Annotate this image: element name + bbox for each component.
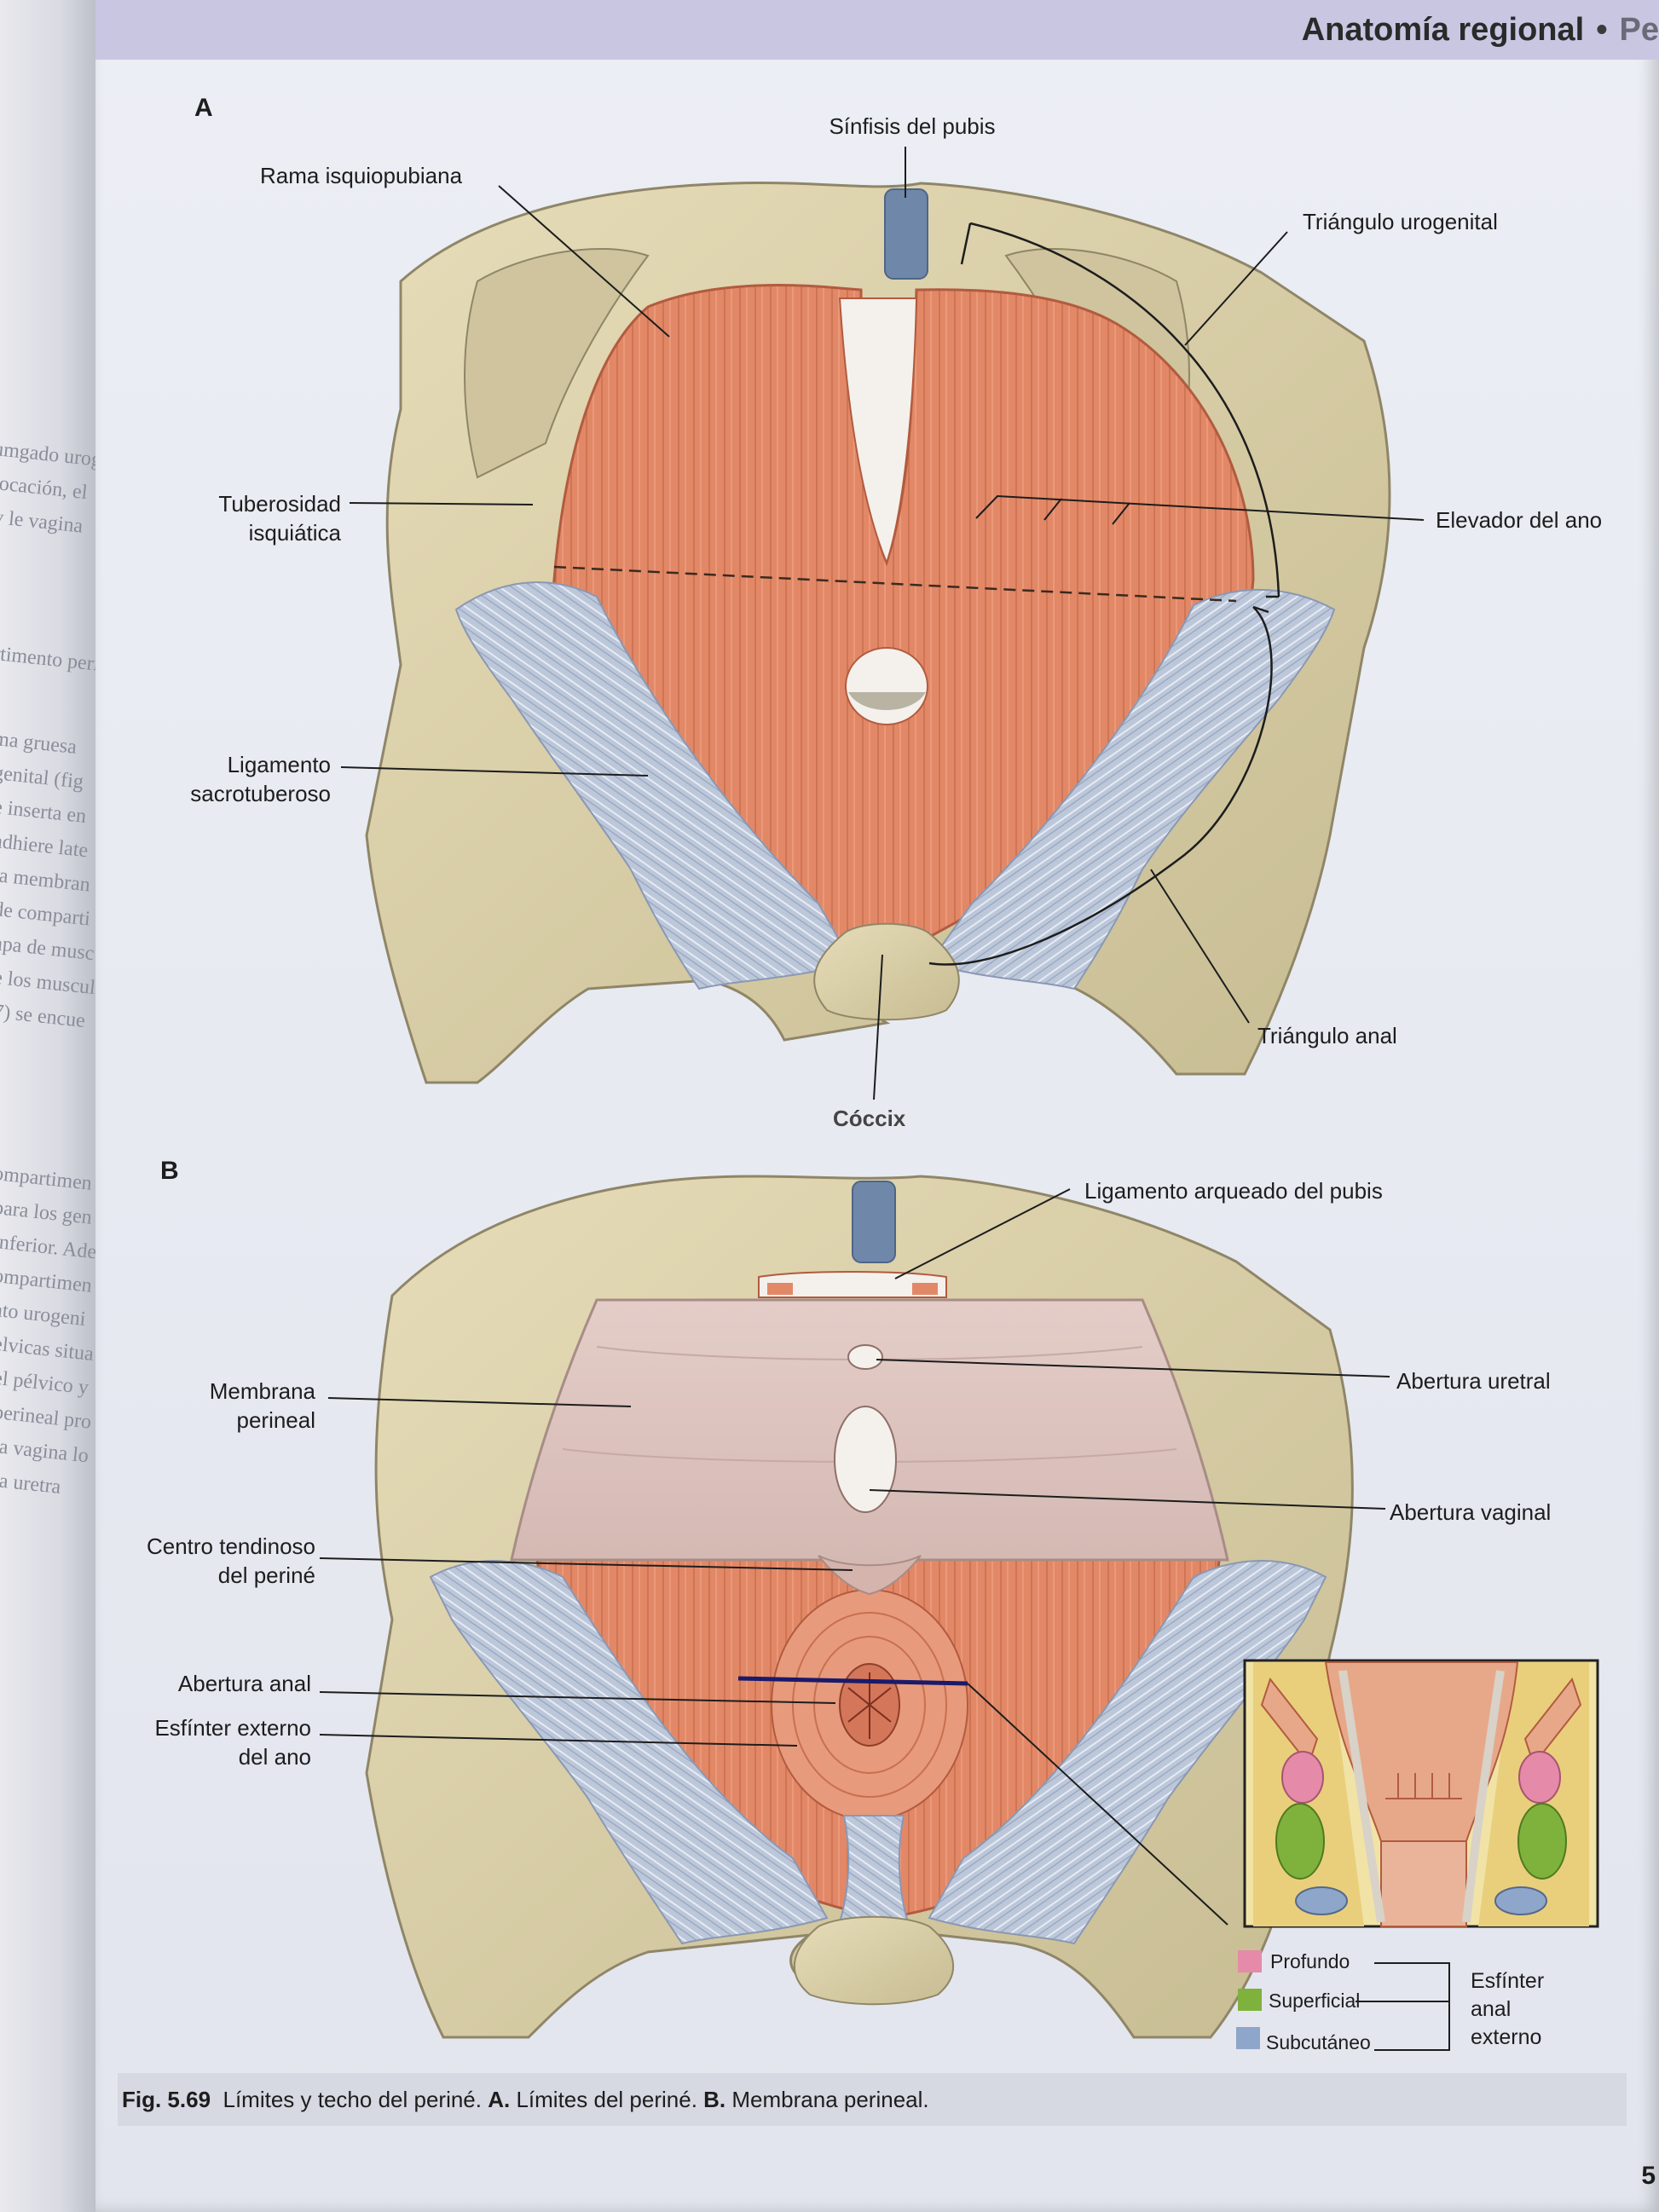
pubic-symphysis-b (852, 1181, 896, 1263)
legend-label-superficial: Superficial (1269, 1990, 1361, 2012)
sacrotuberous-ligament-left-b (429, 1560, 829, 1945)
legend-swatch-superficial (1238, 1989, 1262, 2011)
label-anal-triangle: Triángulo anal (1257, 1023, 1397, 1048)
label-urogenital-triangle: Triángulo urogenital (1303, 209, 1498, 234)
header-band (95, 0, 1659, 60)
label-ischial-tuberosity: Tuberosidad isquiática (218, 491, 341, 546)
figure-b (319, 1175, 1599, 2051)
legend-group-label: Esfínter anal externo (1471, 1969, 1545, 2049)
label-perineal-body: Centro tendinoso del periné (146, 1533, 315, 1588)
caption-band (118, 2073, 1627, 2126)
legend-swatch-deep (1238, 1950, 1262, 1972)
label-pubic-symphysis: Sínfisis del pubis (829, 113, 996, 139)
label-arcuate-pubic-ligament: Ligamento arqueado del pubis (1084, 1178, 1383, 1204)
page-number: 5 (1641, 2162, 1656, 2190)
figure-caption: Fig. 5.69 Límites y techo del periné. A.… (122, 2087, 929, 2112)
label-perineal-membrane: Membrana perineal (209, 1378, 315, 1433)
label-ischiopubic-ramus: Rama isquiopubiana (260, 163, 463, 188)
label-sacrotuberous-ligament: Ligamento sacrotuberoso (190, 752, 331, 806)
label-urethral-opening: Abertura uretral (1396, 1368, 1551, 1394)
panel-letter-b: B (160, 1157, 179, 1185)
anal-canal-inset (1243, 1659, 1599, 1928)
sacrotuberous-ligament-right-b (928, 1560, 1327, 1945)
coccyx-a (813, 922, 960, 1021)
figure-a (340, 147, 1425, 1100)
legend-label-subcutaneous: Subcutáneo (1266, 2031, 1371, 2053)
panel-letter-a: A (194, 94, 213, 122)
legend-label-deep: Profundo (1270, 1950, 1350, 1972)
pubic-symphysis (884, 188, 928, 280)
label-coccyx: Cóccix (833, 1106, 906, 1131)
label-external-anal-sphincter: Esfínter externo del ano (154, 1715, 311, 1770)
vaginal-opening (834, 1406, 897, 1513)
urethral-opening (847, 1344, 883, 1370)
sacrotuberous-ligament-left (454, 581, 854, 990)
label-vaginal-opening: Abertura vaginal (1390, 1499, 1552, 1525)
running-head: Anatomía regional•Pe (1301, 12, 1659, 48)
label-anal-opening: Abertura anal (177, 1671, 311, 1696)
facing-page-edge: umgado urog tocación, el y le vagina rti… (0, 0, 101, 2212)
label-levator-ani: Elevador del ano (1436, 507, 1603, 533)
sacrotuberous-ligament-right (928, 588, 1336, 990)
anal-hiatus (845, 647, 928, 725)
coccyx-b (794, 1915, 954, 2006)
legend-swatch-subcutaneous (1236, 2027, 1260, 2049)
